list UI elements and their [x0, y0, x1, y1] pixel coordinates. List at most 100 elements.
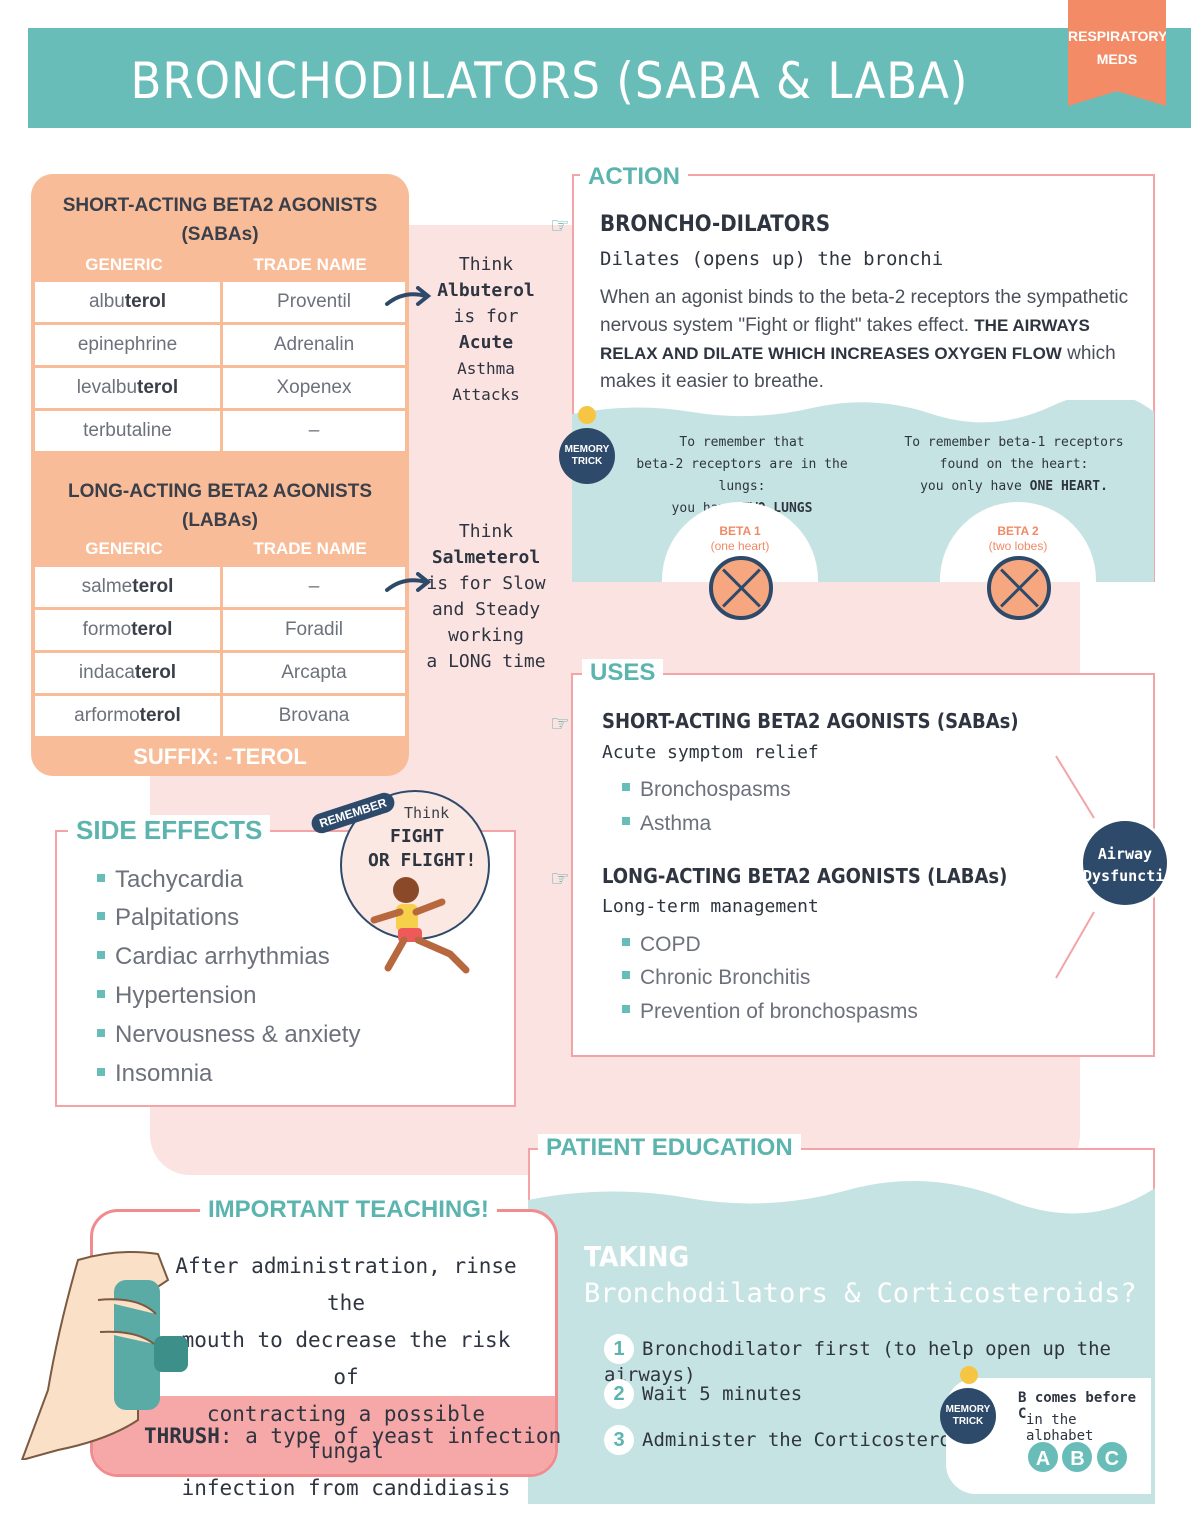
trade-cell: Adrenalin	[220, 325, 405, 365]
pointing-hand-icon: ☞	[550, 213, 570, 238]
action-body-end: which makes it easier to breathe.	[600, 343, 1116, 392]
trade-cell: Proventil	[220, 282, 405, 322]
lightbulb-icon	[578, 406, 596, 424]
generic-suffix: terol	[131, 619, 173, 640]
memory-right: To remember beta-1 receptors found on th…	[904, 432, 1124, 498]
generic-stem: epinephrine	[77, 334, 178, 355]
laba-col-trade: TRADE NAME	[253, 539, 367, 558]
memory-emphasis: ONE HEART.	[1029, 479, 1108, 494]
laba-table-title: LONG-ACTING BETA2 AGONISTS (LABAs)	[31, 477, 409, 535]
generic-cell: epinephrine	[35, 325, 220, 365]
list-item: COPD	[622, 933, 701, 957]
uses-saba-heading: SHORT-ACTING BETA2 AGONISTS (SABAs)	[602, 709, 1019, 733]
generic-suffix: terol	[139, 705, 181, 726]
generic-suffix: terol	[124, 291, 167, 312]
fight-label: FIGHT	[390, 826, 445, 847]
category-ribbon: RESPIRATORY MEDS	[1068, 0, 1166, 106]
beta1-title: BETA 1	[719, 524, 761, 538]
side-effects-title: SIDE EFFECTS	[68, 815, 271, 846]
ribbon-line-2: MEDS	[1096, 51, 1138, 67]
beta1-sub: (one heart)	[710, 539, 770, 553]
mnemonic-line: is for	[453, 306, 519, 327]
generic-stem: levalbu	[76, 377, 138, 398]
step-text: Wait 5 minutes	[642, 1383, 803, 1405]
uses-laba-heading: LONG-ACTING BETA2 AGONISTS (LABAs)	[602, 864, 1008, 888]
trade-cell: Foradil	[220, 610, 405, 650]
generic-stem: salme	[81, 576, 133, 597]
generic-stem: terbutaline	[83, 420, 172, 441]
albuterol-mnemonic: Think Albuterol is for Acute Asthma Atta…	[421, 252, 551, 408]
trade-cell: –	[220, 567, 405, 607]
mnemonic-line: Think	[458, 521, 514, 542]
taking-subtitle: Bronchodilators & Corticosteroids?	[584, 1278, 1137, 1309]
saba-col-trade: TRADE NAME	[253, 255, 367, 274]
laba-title-line-1: LONG-ACTING BETA2 AGONISTS	[68, 481, 372, 502]
trade-cell: Arcapta	[220, 653, 405, 693]
airway-dysfunction-badge: Airway Dysfunction	[1080, 818, 1183, 908]
memory-line: you only have	[920, 479, 1030, 494]
memory-line: beta-2 receptors are in the lungs:	[636, 457, 848, 494]
step-number: 3	[604, 1425, 634, 1455]
step-number: 1	[604, 1334, 634, 1364]
mnemonic-line: is for Slow	[426, 573, 546, 594]
lungs-icon	[987, 556, 1051, 620]
teaching-title: IMPORTANT TEACHING!	[200, 1196, 497, 1224]
list-item: Cardiac arrhythmias	[97, 943, 330, 971]
list-item: Chronic Bronchitis	[622, 966, 810, 990]
action-title: ACTION	[580, 163, 688, 191]
list-item: Asthma	[622, 812, 711, 836]
running-person-icon	[370, 877, 470, 974]
teaching-line: contracting a possible fungal	[206, 1402, 486, 1463]
uses-box	[571, 673, 1155, 1057]
step-number: 2	[604, 1379, 634, 1409]
list-item: Palpitations	[97, 904, 239, 932]
badge-line: Dysfunction	[1083, 867, 1183, 885]
arrow-icon	[385, 572, 432, 592]
thrush-term: THRUSH	[144, 1424, 220, 1448]
teaching-line: mouth to decrease the risk of	[181, 1328, 511, 1389]
mnemonic-line: working	[448, 625, 524, 646]
generic-stem: albu	[88, 291, 125, 312]
abc-line-1: B comes before C	[1018, 1390, 1137, 1422]
uses-laba-sub: Long-term management	[602, 896, 819, 917]
action-subheading: Dilates (opens up) the bronchi	[600, 248, 944, 270]
mnemonic-line: Albuterol	[437, 280, 535, 301]
list-item: Hypertension	[97, 982, 256, 1010]
table-row: epinephrine Adrenalin	[35, 325, 405, 365]
pointing-hand-icon: ☞	[550, 866, 570, 891]
suffix-note: SUFFIX: -TEROL	[133, 744, 307, 769]
drug-tables-card: SHORT-ACTING BETA2 AGONISTS (SABAs) GENE…	[31, 174, 409, 776]
generic-suffix: terol	[134, 662, 177, 683]
list-item: Insomnia	[97, 1060, 212, 1088]
letter-a: A	[1026, 1440, 1060, 1474]
memory-line: To remember beta-1 receptors	[904, 435, 1124, 450]
mnemonic-line: a LONG time	[426, 651, 546, 672]
teaching-line: After administration, rinse the	[175, 1254, 517, 1315]
laba-col-generic: GENERIC	[85, 539, 163, 558]
thrush-definition: : a type of yeast infection	[219, 1424, 562, 1448]
beta2-sub: (two lobes)	[988, 539, 1048, 553]
lightbulb-icon	[960, 1366, 978, 1384]
saba-title-line-2: (SABAs)	[181, 224, 259, 245]
taking-label: TAKING	[584, 1240, 690, 1273]
list-item: Bronchospasms	[622, 778, 791, 802]
mnemonic-line: Acute	[458, 332, 514, 353]
thrush-note: THRUSH: a type of yeast infection	[144, 1424, 561, 1448]
memory-trick-badge: MEMORY TRICK	[940, 1388, 996, 1444]
patient-education-title: PATIENT EDUCATION	[538, 1134, 801, 1162]
inhaler-hand-icon	[20, 1251, 188, 1460]
list-item: Tachycardia	[97, 866, 243, 894]
salmeterol-mnemonic: Think Salmeterol is for Slow and Steady …	[421, 519, 551, 675]
teaching-line: infection from candidiasis	[181, 1476, 511, 1500]
generic-suffix: terol	[132, 576, 174, 597]
header-banner: BRONCHODILATORS (SABA & LABA)	[28, 28, 1191, 128]
